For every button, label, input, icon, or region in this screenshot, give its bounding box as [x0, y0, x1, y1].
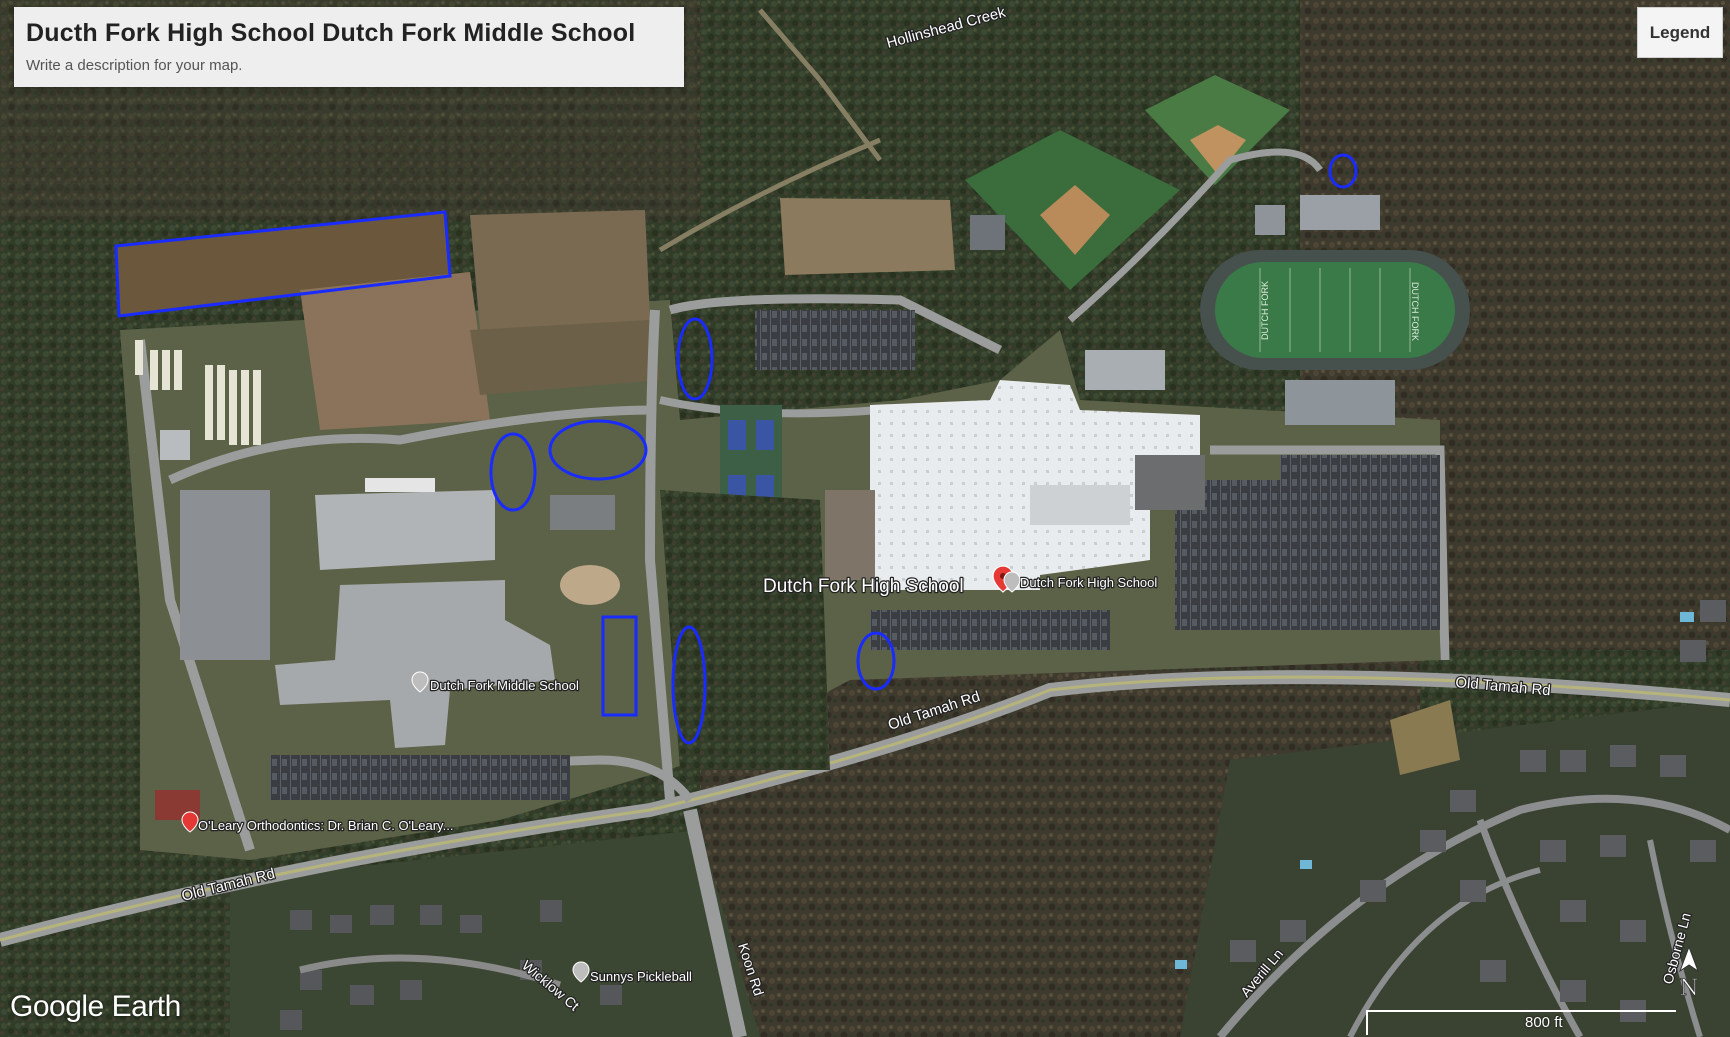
pin-label-orthodontics[interactable]: O'Leary Orthodontics: Dr. Brian C. O'Lea…: [197, 817, 455, 835]
football-field: [1215, 262, 1455, 358]
infield: [1040, 185, 1110, 255]
building: [160, 430, 190, 460]
building: [1255, 205, 1285, 235]
annotation-ellipse[interactable]: [856, 631, 896, 691]
dirt-field: [470, 210, 650, 330]
wooded-area: [660, 490, 830, 770]
pool: [1680, 612, 1694, 622]
parking-lot: [755, 310, 915, 370]
dirt-field: [780, 198, 955, 275]
building: [365, 478, 435, 492]
middle-school-building: [275, 580, 555, 748]
parking-lot: [180, 490, 270, 660]
scale-bar: [1366, 1010, 1676, 1035]
parking-lot: [1280, 455, 1440, 485]
dirt-field: [300, 272, 490, 430]
building: [1085, 350, 1165, 390]
place-label-high-school[interactable]: Dutch Fork High School: [762, 575, 965, 599]
annotation-rectangle[interactable]: [601, 615, 638, 717]
compass-north-icon[interactable]: N: [1672, 945, 1706, 1001]
building: [825, 490, 875, 580]
building: [1135, 455, 1205, 510]
pin-label-high-school[interactable]: Dutch Fork High School: [1019, 574, 1159, 592]
scale-label: 800 ft: [1525, 1014, 1563, 1031]
building: [970, 215, 1005, 250]
legend-button[interactable]: Legend: [1637, 7, 1723, 58]
map-pin-icon[interactable]: [411, 671, 429, 693]
residential-area-east: [1180, 700, 1730, 1037]
building: [1030, 485, 1130, 525]
parking-lot: [870, 610, 1110, 650]
map-title[interactable]: Ducth Fork High School Dutch Fork Middle…: [26, 19, 636, 47]
annotation-shapes[interactable]: [114, 153, 1358, 745]
map-info-panel[interactable]: Ducth Fork High School Dutch Fork Middle…: [14, 7, 684, 87]
annotation-ellipse[interactable]: [1328, 153, 1358, 189]
map-pin-icon[interactable]: [572, 961, 590, 983]
building: [1300, 195, 1380, 230]
court: [550, 495, 615, 530]
svg-text:N: N: [1679, 976, 1698, 1001]
annotation-rectangle[interactable]: [114, 210, 452, 318]
map-pin-icon[interactable]: [181, 811, 199, 833]
infield: [1190, 125, 1246, 175]
endzone-label: DUTCH FORK: [1410, 282, 1420, 341]
parking-lot: [270, 755, 570, 800]
parking-lot: [1175, 480, 1440, 630]
pin-label-middle-school[interactable]: Dutch Fork Middle School: [429, 677, 580, 695]
clearing: [1390, 700, 1460, 775]
clearing: [560, 565, 620, 605]
roads: [0, 8, 1730, 1037]
pool: [1300, 860, 1312, 869]
houses-southeast: [1230, 600, 1726, 1022]
endzone-label: DUTCH FORK: [1260, 281, 1270, 340]
bleachers: [1285, 380, 1395, 425]
annotation-ellipse[interactable]: [671, 625, 707, 745]
pin-label-pickleball[interactable]: Sunnys Pickleball: [589, 968, 693, 986]
annotation-ellipse[interactable]: [489, 432, 537, 512]
pool: [1175, 960, 1187, 969]
middle-school-building: [315, 490, 495, 570]
map-description[interactable]: Write a description for your map.: [26, 57, 243, 74]
annotation-ellipse[interactable]: [548, 419, 648, 481]
buses: [135, 340, 261, 445]
google-earth-logo: Google Earth: [10, 990, 181, 1023]
dirt-field: [470, 320, 660, 395]
annotation-ellipse[interactable]: [676, 317, 714, 401]
map-pin-icon[interactable]: [1003, 571, 1021, 593]
